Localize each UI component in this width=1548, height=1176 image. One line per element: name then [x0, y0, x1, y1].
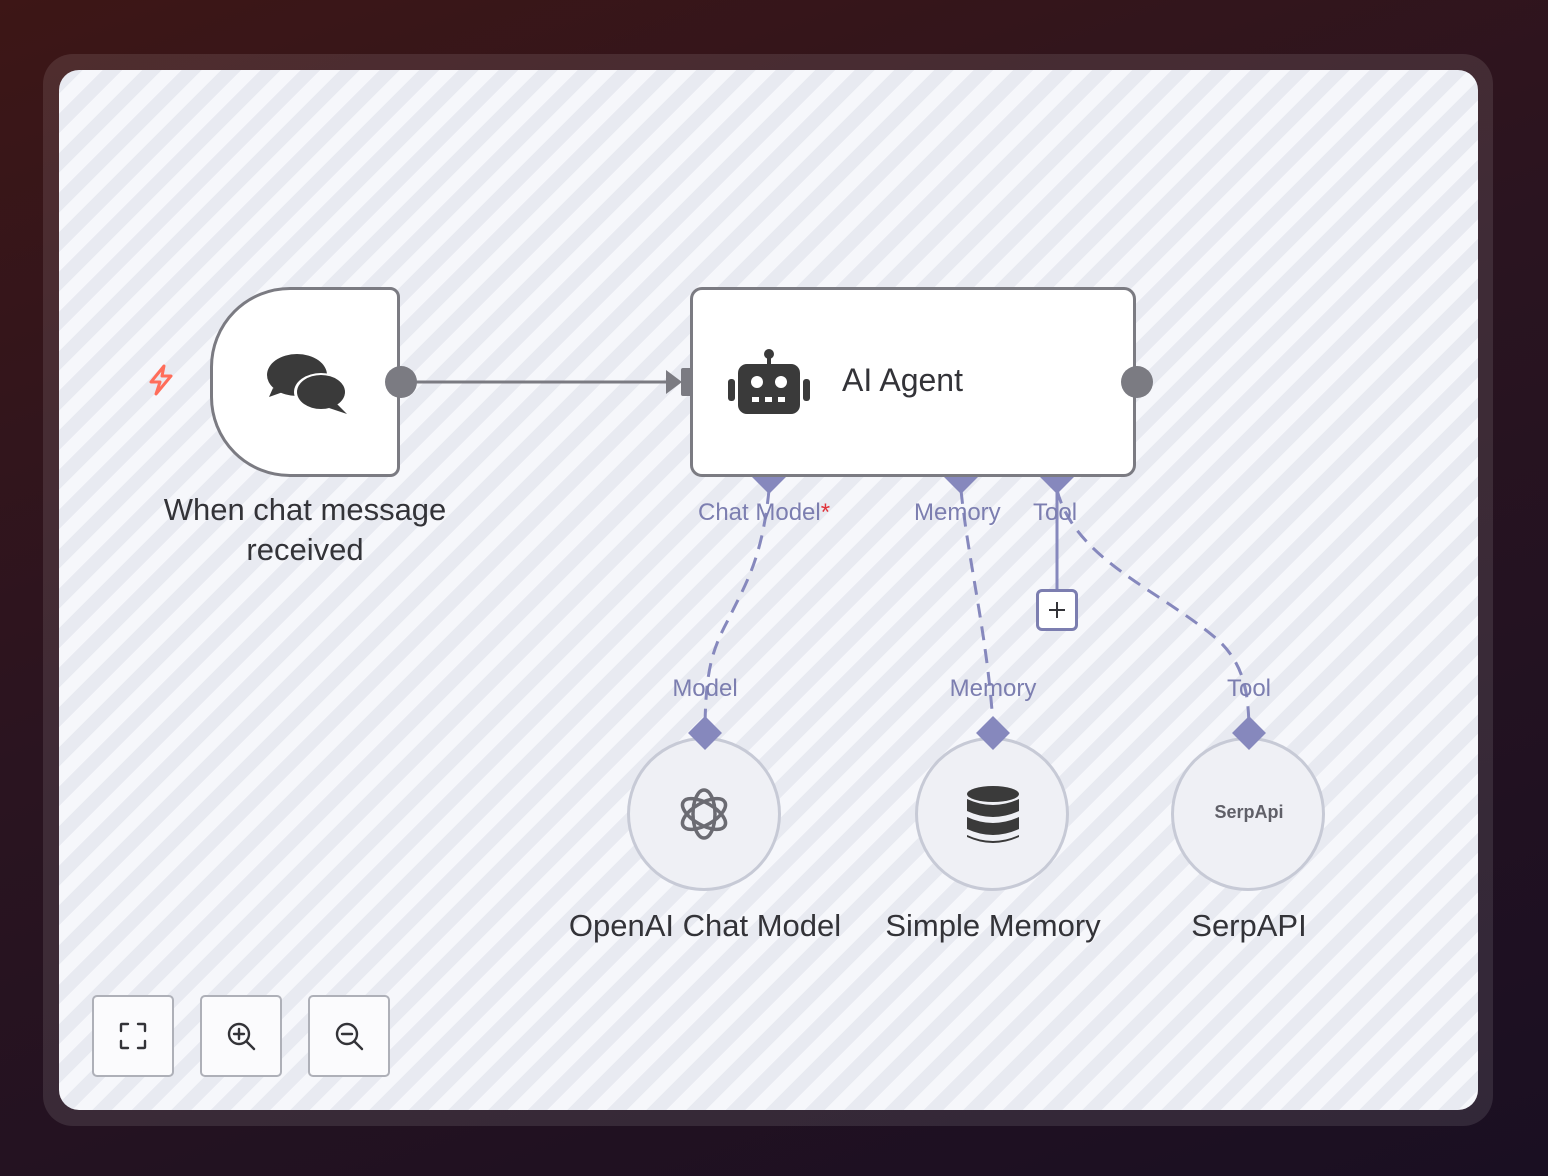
tool-input-label: Tool	[1226, 675, 1272, 702]
agent-output-handle[interactable]	[1120, 365, 1154, 399]
fit-view-button[interactable]	[92, 995, 174, 1077]
openai-chat-model-node[interactable]	[627, 737, 781, 891]
serpapi-node[interactable]	[1171, 737, 1325, 891]
ai-agent-title: AI Agent	[842, 362, 963, 398]
workflow-canvas[interactable]	[59, 70, 1478, 1110]
serpapi-node-label: SerpAPI	[1191, 908, 1307, 943]
trigger-node-label: When chat message received	[120, 490, 490, 570]
openai-icon	[680, 788, 728, 840]
memory-port-label: Memory	[914, 499, 1001, 526]
tool-port-label: Tool	[1033, 499, 1078, 526]
serpapi-logo: SerpApi	[1214, 802, 1284, 822]
required-marker: *	[820, 499, 831, 526]
zoom-out-icon	[335, 1022, 364, 1051]
chat-trigger-node[interactable]	[210, 287, 400, 477]
trigger-label-line1: When chat message	[163, 492, 447, 527]
plus-icon	[1049, 602, 1065, 618]
trigger-bolt-icon	[146, 364, 176, 401]
chat-model-port-label: Chat Model*	[698, 499, 830, 527]
zoom-in-button[interactable]	[200, 995, 282, 1077]
zoom-in-icon	[227, 1022, 256, 1051]
add-tool-button[interactable]	[1036, 589, 1078, 631]
robot-icon	[728, 349, 810, 414]
trigger-output-handle[interactable]	[384, 365, 418, 399]
fit-view-icon	[119, 1022, 147, 1050]
simple-memory-node[interactable]	[915, 737, 1069, 891]
memory-input-label: Memory	[949, 675, 1037, 702]
chat-model-port-text: Chat Model	[698, 499, 821, 526]
zoom-out-button[interactable]	[308, 995, 390, 1077]
trigger-label-line2: received	[246, 532, 364, 567]
chat-bubbles-icon	[267, 354, 348, 414]
database-icon	[967, 786, 1019, 843]
openai-node-label: OpenAI Chat Model	[568, 908, 842, 943]
model-input-label: Model	[672, 675, 738, 702]
memory-node-label: Simple Memory	[885, 908, 1101, 943]
